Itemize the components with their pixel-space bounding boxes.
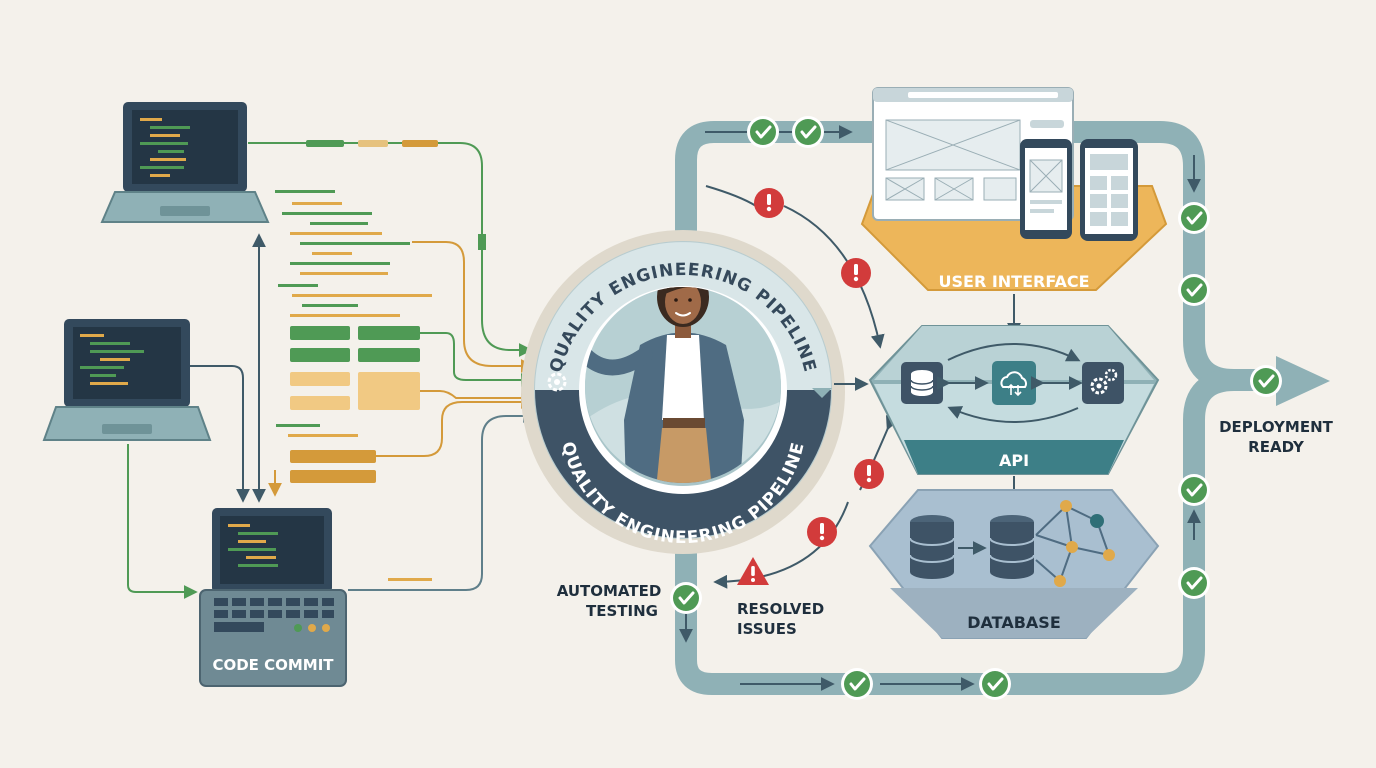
laptop-middle [42, 319, 212, 441]
issue-alerts [705, 185, 899, 589]
check-circle-icon [790, 114, 826, 150]
code-commit-label: CODE COMMIT [212, 656, 334, 674]
check-circle-icon [668, 580, 704, 616]
hub-notch [812, 388, 832, 398]
api-label: API [999, 451, 1029, 470]
user-interface-label: USER INTERFACE [939, 272, 1090, 291]
database-server-icon [989, 515, 1035, 579]
gear-icon [547, 372, 567, 392]
alert-circle-icon [754, 188, 784, 218]
quality-engineering-hub: QUALITY ENGINEERING PIPELINE QUALITY ENG… [521, 230, 869, 554]
deployment-arrow-head [1276, 356, 1330, 406]
database-tier: DATABASE [868, 489, 1160, 639]
check-circle-icon [977, 666, 1013, 702]
database-server-icon [909, 515, 955, 579]
deployment-ready-label-line2: READY [1248, 438, 1305, 456]
data-graph-icon [1035, 500, 1115, 587]
check-circle-icon [1176, 565, 1212, 601]
gears-icon [1082, 362, 1124, 404]
check-circle-icon [839, 666, 875, 702]
check-circle-icon [1176, 200, 1212, 236]
alert-circle-icon [854, 459, 884, 489]
database-label: DATABASE [967, 613, 1061, 632]
check-circle-icon [1176, 472, 1212, 508]
quality-engineer-figure [585, 287, 781, 483]
alert-circle-icon [807, 517, 837, 547]
laptop-top [100, 102, 270, 223]
code-stream [275, 140, 486, 581]
automated-testing-label-line2: TESTING [586, 602, 658, 620]
cloud-sync-icon [992, 361, 1036, 405]
user-interface-tier: USER INTERFACE [860, 87, 1168, 291]
database-icon [901, 362, 943, 404]
warning-triangle-icon [737, 557, 769, 585]
resolved-issues-label-line2: ISSUES [737, 620, 797, 638]
check-circle-icon [1176, 272, 1212, 308]
automated-testing-label-line1: AUTOMATED [557, 582, 662, 600]
api-tier: API [868, 325, 1160, 475]
stream-connectors [376, 241, 535, 457]
alert-circle-icon [841, 258, 871, 288]
resolved-issues-label-line1: RESOLVED [737, 600, 824, 618]
check-circle-icon [1248, 363, 1284, 399]
check-circle-icon [745, 114, 781, 150]
code-commit-terminal: CODE COMMIT [199, 508, 347, 687]
deployment-ready-label-line1: DEPLOYMENT [1219, 418, 1334, 436]
